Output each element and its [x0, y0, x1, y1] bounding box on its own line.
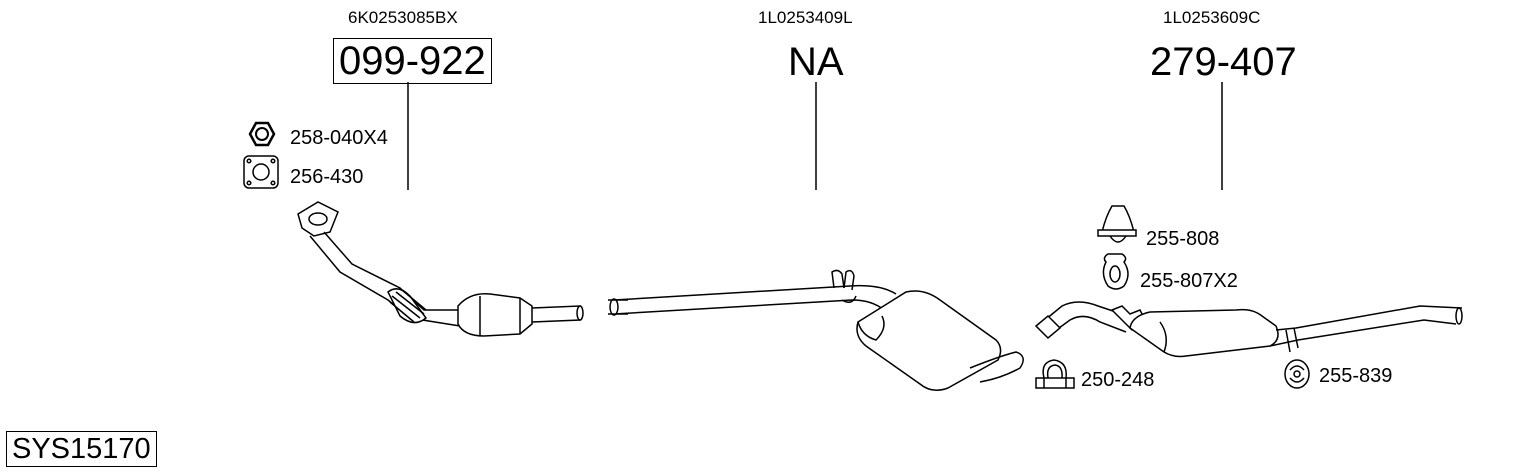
catalytic-converter-drawing: [297, 201, 584, 337]
oe-number-center-silencer: 1L0253409L: [758, 8, 853, 27]
center-silencer-drawing: [608, 269, 1024, 391]
part-number-center-silencer: NA: [788, 40, 844, 84]
hanger-ring-icon: [1102, 253, 1129, 290]
part-number-catalyst: 099-922: [333, 38, 492, 84]
gasket-icon: [243, 155, 279, 189]
rubber-ring-icon: [1284, 359, 1310, 389]
rubber-ring-part-number: 255-839: [1319, 365, 1393, 387]
nut-icon: [248, 121, 276, 147]
rubber-mount-part-number: 255-808: [1146, 228, 1220, 250]
hanger-ring-part-number: 255-807X2: [1140, 270, 1238, 292]
rubber-mount-icon: [1097, 205, 1137, 243]
gasket-part-number: 256-430: [290, 166, 364, 188]
rear-silencer-drawing: [1034, 301, 1463, 358]
system-number: SYS15170: [6, 431, 157, 467]
part-number-rear-silencer: 279-407: [1150, 40, 1297, 84]
clamp-icon: [1035, 359, 1075, 389]
clamp-part-number: 250-248: [1081, 369, 1155, 391]
nut-part-number: 258-040X4: [290, 127, 388, 149]
oe-number-catalyst: 6K0253085BX: [348, 8, 458, 27]
oe-number-rear-silencer: 1L0253609C: [1163, 8, 1261, 27]
